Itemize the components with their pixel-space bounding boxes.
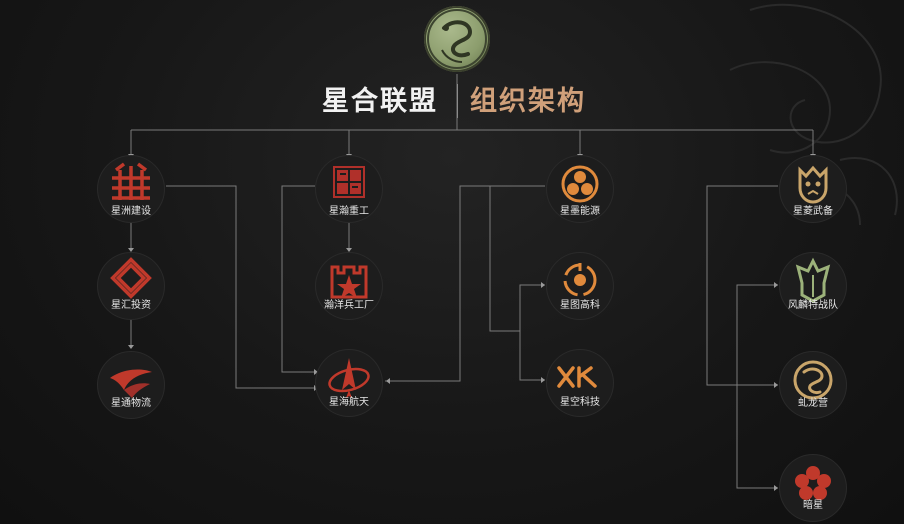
helmet-icon: [795, 257, 831, 303]
node-label: 星瀚重工: [329, 206, 369, 217]
node-label: 星菱武备: [793, 206, 833, 217]
node-xingtong-wuliu[interactable]: [98, 352, 164, 418]
node-xingzhou-jianshe[interactable]: [98, 156, 164, 222]
rocket-icon: [328, 358, 370, 398]
triple-circle-icon: [561, 165, 599, 203]
node-label: 星海航天: [329, 397, 369, 408]
swoosh-icon: [110, 369, 152, 398]
node-fenglin-zhandui[interactable]: [780, 253, 846, 319]
node-xingkong-keji[interactable]: [547, 350, 613, 416]
node-label: 星空科技: [560, 397, 600, 408]
page-subtitle: 组织架构: [470, 86, 586, 116]
blossom-icon: [795, 466, 831, 500]
node-xingling-wubei[interactable]: [780, 156, 846, 222]
seal-icon: [333, 166, 365, 198]
node-xingyuan-nengyuan[interactable]: [547, 156, 613, 222]
node-xingtu-gaoke[interactable]: [547, 253, 613, 319]
node-label: 星汇投资: [111, 300, 151, 311]
node-xinghan-zhonggong[interactable]: [316, 156, 382, 222]
node-label: 暗星: [803, 500, 823, 511]
orbit-icon: [563, 263, 597, 297]
xk-icon: [557, 366, 597, 388]
star-gate-icon: [330, 265, 368, 299]
title-divider: [457, 84, 458, 118]
node-label: 星墨能源: [560, 206, 600, 217]
node-label: 星通物流: [111, 398, 151, 409]
node-label: 风麟特战队: [788, 300, 838, 311]
node-anxing[interactable]: [780, 455, 846, 521]
beast-head-icon: [798, 165, 828, 204]
node-label: 星洲建设: [111, 206, 151, 217]
page-title: 星合联盟: [322, 86, 438, 116]
node-label: 星图高科: [560, 300, 600, 311]
alliance-dragon-emblem: [424, 6, 490, 72]
dragon-icon: [427, 9, 487, 69]
knot-icon: [110, 257, 152, 299]
node-xinghui-touzi[interactable]: [98, 253, 164, 319]
node-xinghai-hangtian[interactable]: [316, 350, 382, 416]
node-qiulong-ying[interactable]: [780, 352, 846, 418]
node-label: 虬龙营: [798, 398, 828, 409]
node-hanyang-bingong[interactable]: [316, 253, 382, 319]
node-label: 瀚洋兵工厂: [324, 300, 374, 311]
lattice-icon: [112, 162, 150, 200]
dragon-icon: [793, 360, 833, 400]
